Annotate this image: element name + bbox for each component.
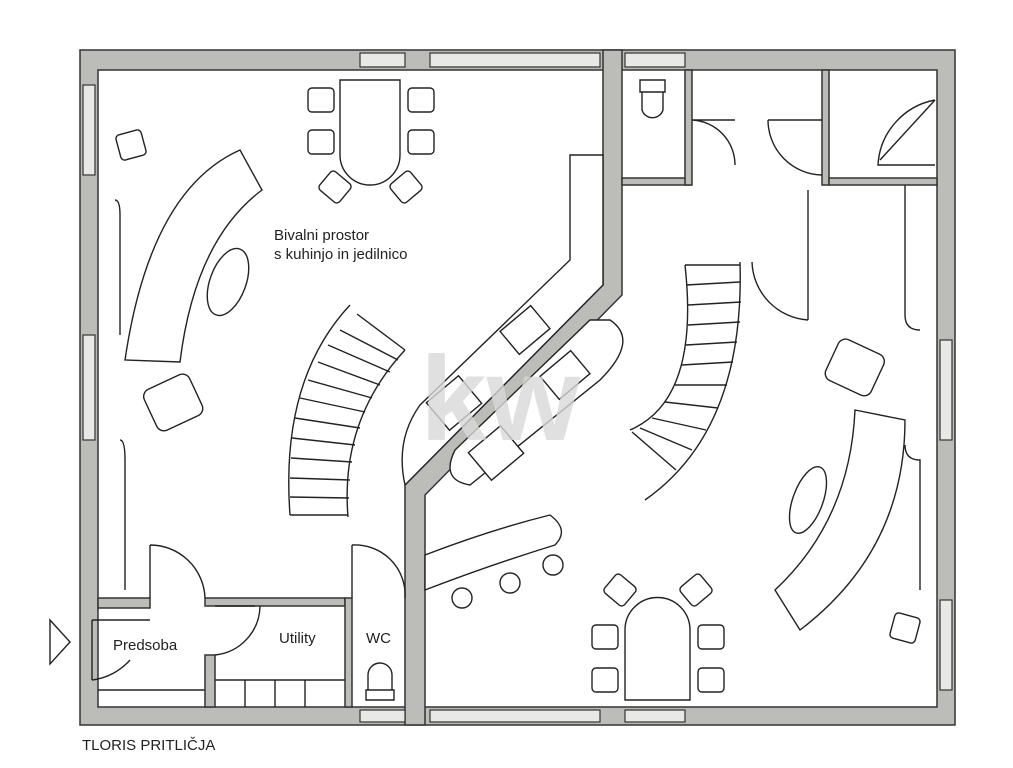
sofa-right [774,338,921,644]
room-label-utility: Utility [279,630,316,647]
room-label-living: Bivalni prostor [274,227,369,244]
interior-walls [97,69,938,708]
room-label-living-sub: s kuhinjo in jedilnico [274,246,407,263]
watermark-logo: kw [420,332,581,466]
room-label-wc: WC [366,630,391,647]
sofa-left [115,129,263,432]
dining-table-top [307,79,435,204]
entrance-arrow-icon [49,618,71,666]
dining-table-bottom [591,573,725,701]
doors [91,99,936,681]
kitchen [401,154,624,609]
fixtures [98,79,921,707]
windows [82,52,953,723]
stairs-right [629,261,742,501]
room-label-entrance: Predsoba [113,637,178,654]
stairs-left [288,304,406,518]
plan-title: TLORIS PRITLIČJA [82,737,215,754]
